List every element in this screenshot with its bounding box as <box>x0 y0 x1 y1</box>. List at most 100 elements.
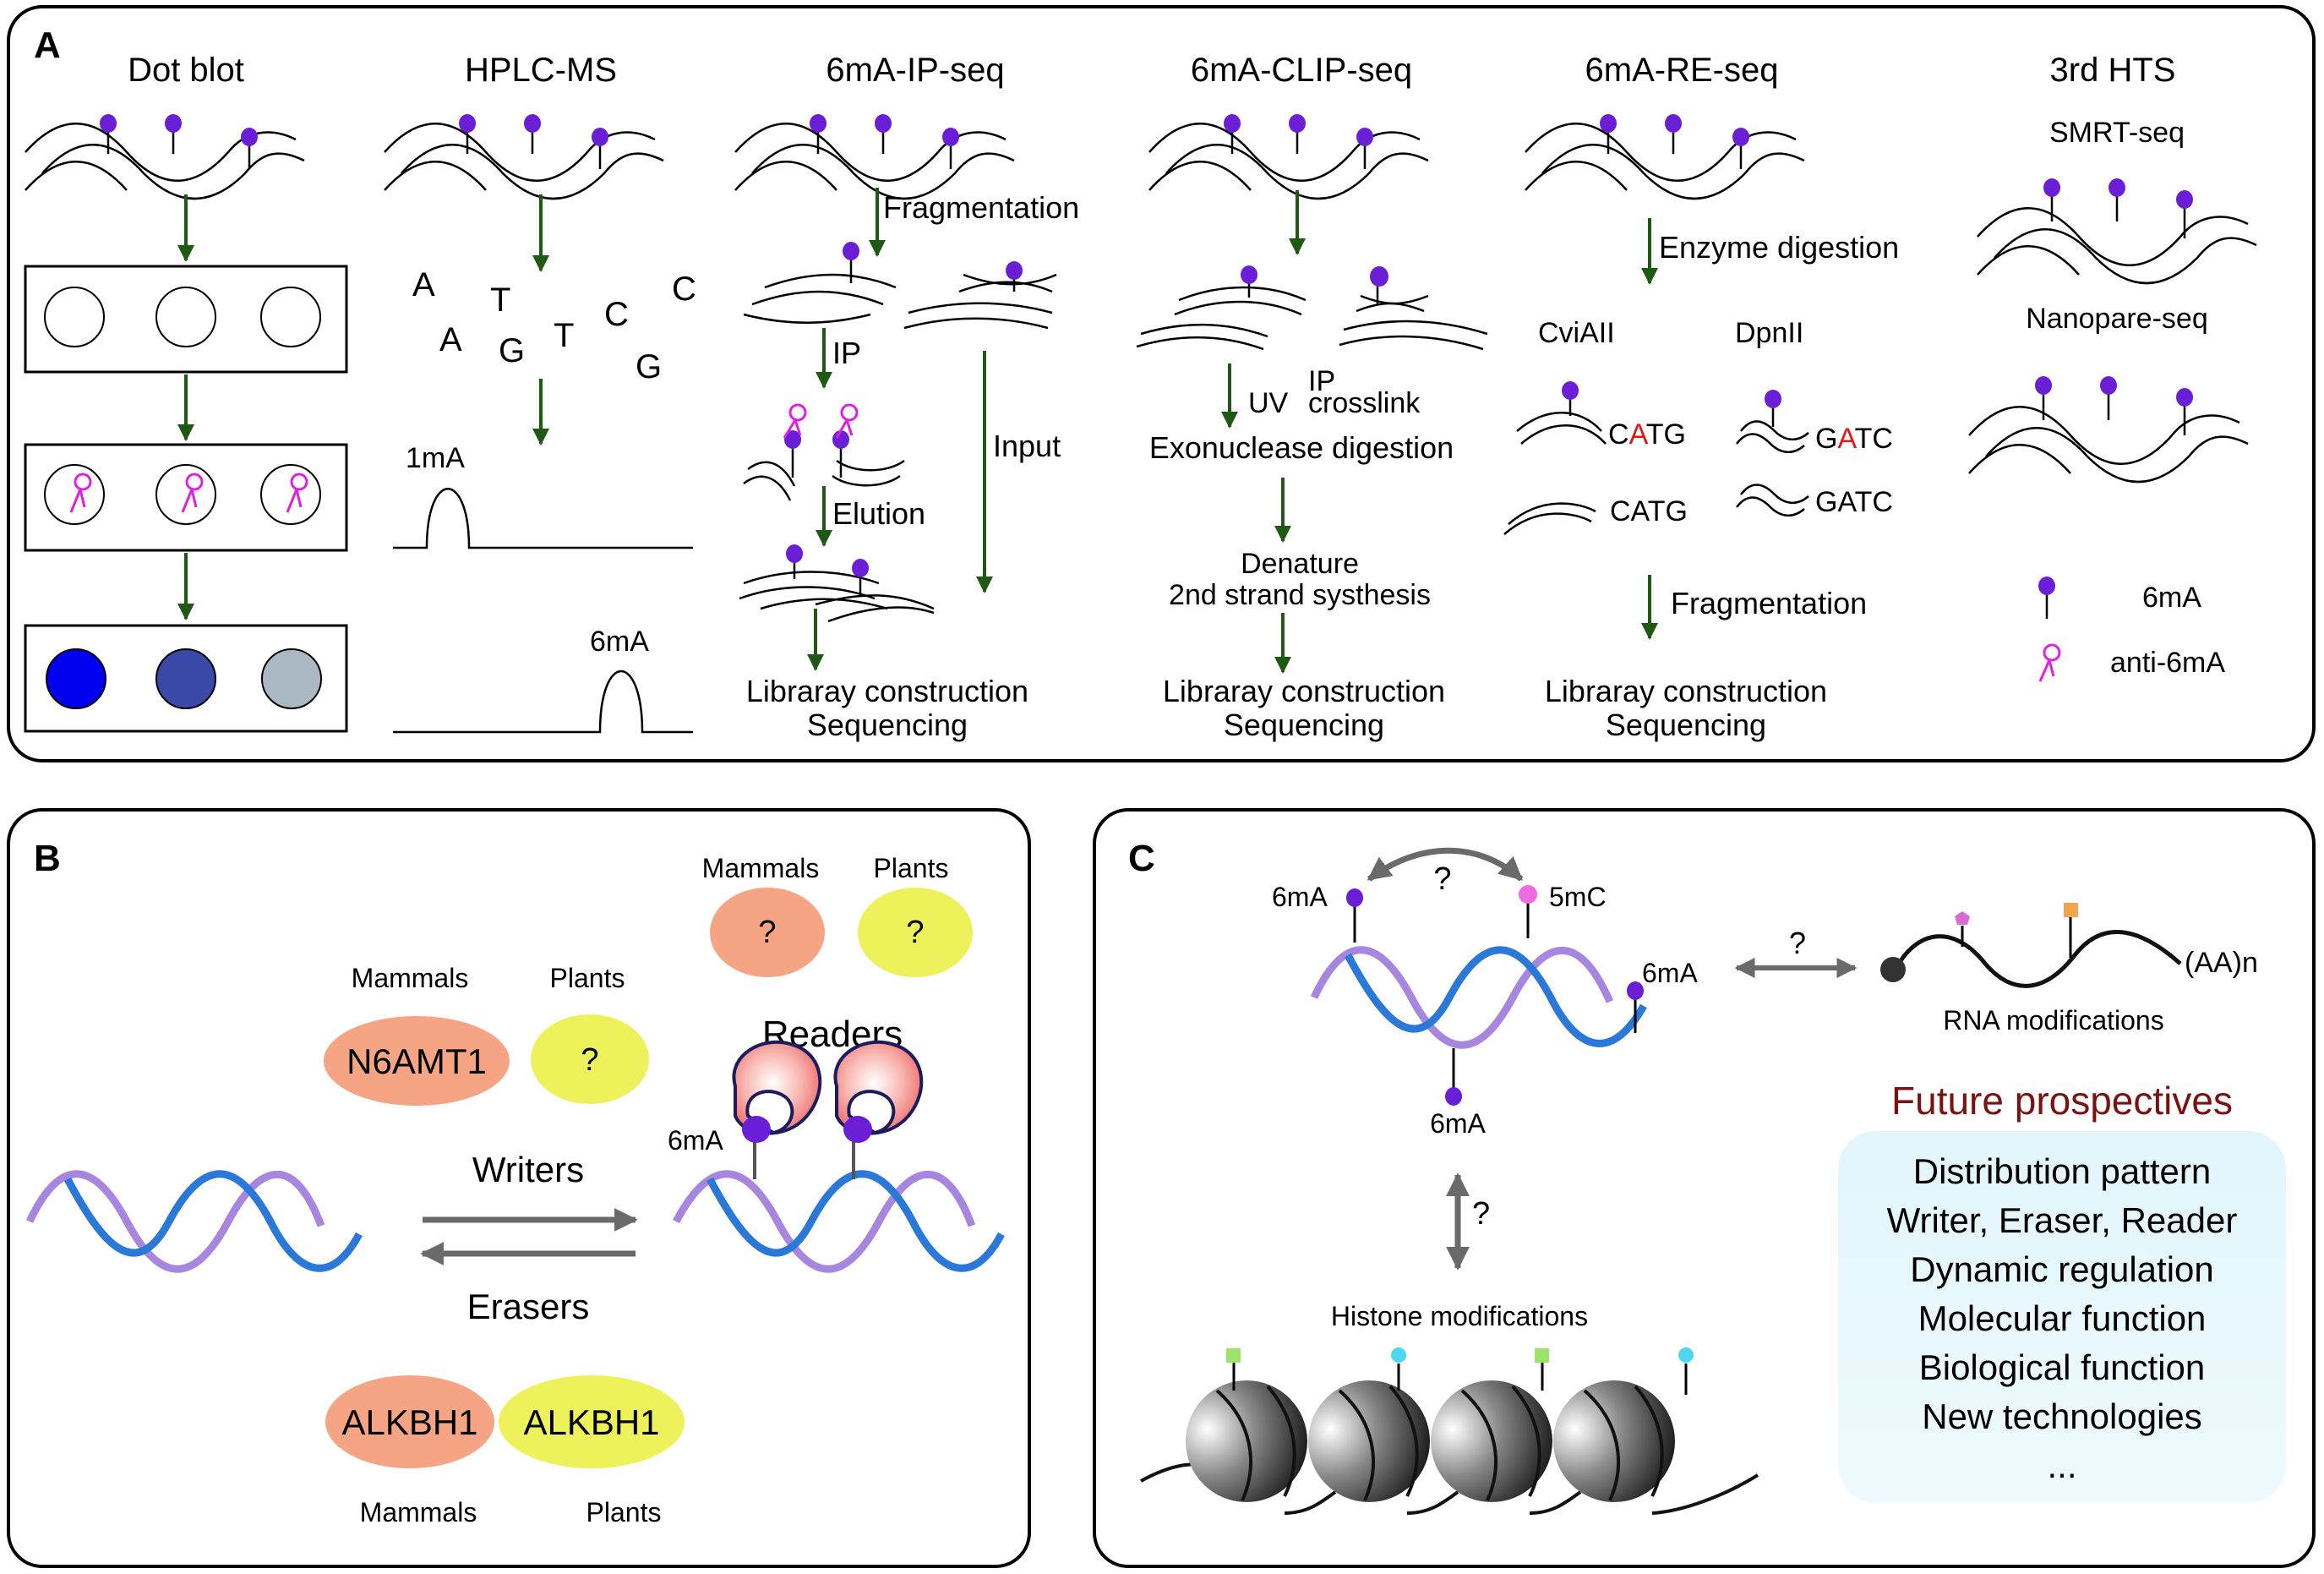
base-g2: G <box>636 348 662 385</box>
clip-sequencing: Sequencing <box>1224 708 1384 742</box>
dna-top-hplc <box>384 123 664 200</box>
dot-blot-column <box>24 194 348 733</box>
chromatogram-trace-2 <box>393 669 693 734</box>
dna-top-dot-blot <box>25 123 305 200</box>
nucleosome-array <box>1140 1347 1759 1515</box>
panel-a: A Dot blot HPLC-MS 6mA-IP-seq 6mA-CLIP-s… <box>7 5 2316 762</box>
chromatogram-trace-1 <box>393 488 693 549</box>
rna-mark-pink-icon <box>1955 911 1970 925</box>
future-list: Distribution pattern Writer, Eraser, Rea… <box>1887 1151 2238 1485</box>
readers-plants-label: Plants <box>874 853 949 883</box>
clip-crosslink: crosslink <box>1308 387 1421 419</box>
methyl-marks-top <box>100 114 2193 435</box>
readers-mammals-unknown <box>710 888 825 977</box>
dna-nanopore <box>1968 406 2249 484</box>
panel-b-label: B <box>34 838 61 879</box>
base-a1: A <box>412 266 435 303</box>
future-item-5: Biological function <box>1919 1347 2206 1387</box>
label-fragmentation: Fragmentation <box>883 190 1079 225</box>
re-seq-column: Enzyme digestion CviAII DpnII CATG GATC … <box>1503 218 1899 742</box>
crosstalk-q-histone: ? <box>1472 1196 1490 1232</box>
panel-b: B Mammals Plants ? ? Mammals Plants N6AM… <box>7 808 1031 1568</box>
readers-mammals-q: ? <box>758 915 776 950</box>
label-input: Input <box>993 429 1061 463</box>
eluted-fragments <box>739 558 935 623</box>
blot-result-medium <box>155 648 216 709</box>
panel-c-label: C <box>1128 838 1155 879</box>
legend-antibody-icon <box>2038 643 2061 682</box>
histone-mark-green-2 <box>1535 1348 1549 1363</box>
nucleoside-letters: A T C C A G T G <box>412 266 696 385</box>
readers-plants-q: ? <box>906 915 924 950</box>
eraser-plants: ALKBH1 <box>523 1402 659 1442</box>
legend-6ma-icon <box>2038 577 2055 619</box>
mark-6ma-top <box>1346 888 1363 907</box>
blot-spot-2c <box>260 464 321 525</box>
re-fragmentation: Fragmentation <box>1671 586 1867 620</box>
future-item-2: Writer, Eraser, Reader <box>1887 1200 2238 1240</box>
ip-fragments <box>743 273 1057 330</box>
writers-label: Writers <box>472 1150 584 1189</box>
dna-helix-methylated <box>673 1170 1005 1273</box>
legend-anti-6ma: anti-6mA <box>2110 647 2225 679</box>
peak-label-1ma: 1mA <box>406 442 465 474</box>
dna-helix-unmethylated <box>25 1170 363 1273</box>
mark-6ma-bottom <box>1445 1087 1462 1106</box>
clip-denature: Denature <box>1241 548 1359 580</box>
dna-smrt <box>1977 207 2257 285</box>
dna-top-clip <box>1148 123 1429 200</box>
writers-mammals-label: Mammals <box>352 963 469 993</box>
title-re-seq: 6mA-RE-seq <box>1585 52 1779 89</box>
legend-6ma: 6mA <box>2142 582 2201 614</box>
ip-sequencing: Sequencing <box>807 708 968 742</box>
label-elution: Elution <box>832 496 925 531</box>
writer-plants-unknown <box>531 1014 649 1104</box>
future-box <box>1838 1131 2286 1503</box>
re-dpnii: DpnII <box>1735 317 1803 349</box>
base-t2: T <box>554 317 574 354</box>
clip-ip: IP <box>1308 365 1335 397</box>
rna-cap-icon <box>1880 957 1906 982</box>
hts-column: SMRT-seq Nanopare-seq 6mA anti-6mA <box>2026 117 2225 682</box>
panel-c: C ? 6mA 5mC 6mA 6mA ? (AA)n RNA modific <box>1093 808 2316 1568</box>
ip-library: Libraray construction <box>746 674 1028 708</box>
hts-smrt: SMRT-seq <box>2049 117 2185 149</box>
future-item-7: ... <box>2047 1446 2076 1485</box>
rna-mark-orange-icon <box>2064 903 2078 917</box>
re-catg: CATG <box>1610 495 1688 527</box>
base-c2: C <box>672 271 696 308</box>
crosstalk-q-1: ? <box>1433 861 1451 897</box>
mark-5mc <box>1519 885 1537 904</box>
erasers-mammals-label: Mammals <box>360 1497 477 1528</box>
label-ip: IP <box>832 336 861 370</box>
dna-top-ip <box>734 123 1015 200</box>
re-enzyme: Enzyme digestion <box>1659 230 1899 265</box>
future-item-3: Dynamic regulation <box>1910 1249 2214 1289</box>
re-fragments <box>1503 396 1809 535</box>
clip-fragments <box>1136 279 1488 351</box>
readers-mammals-label: Mammals <box>702 853 820 883</box>
eraser-plants-bubble <box>499 1375 685 1468</box>
clip-seq-column: IP UV crosslink Exonuclease digestion De… <box>1136 190 1488 742</box>
re-sequencing: Sequencing <box>1606 708 1766 742</box>
blot-spot-1c <box>260 287 321 347</box>
label-6ma-right: 6mA <box>1642 958 1698 988</box>
future-item-4: Molecular function <box>1918 1298 2207 1338</box>
panel-b-border <box>7 808 1031 1568</box>
title-ip-seq: 6mA-IP-seq <box>826 52 1004 89</box>
label-6ma-bottom: 6mA <box>1430 1108 1486 1139</box>
blot-result-strong <box>46 648 106 709</box>
mark-6ma-right <box>1627 981 1644 1000</box>
clip-library: Libraray construction <box>1163 674 1445 708</box>
blot-result-weak <box>261 648 322 709</box>
rna-strand <box>1895 930 2182 988</box>
antibody-icon <box>69 473 308 513</box>
writer-n6amt1: N6AMT1 <box>346 1041 487 1081</box>
writer-n6amt1-bubble <box>324 1016 510 1106</box>
rna-polya: (AA)n <box>2185 947 2258 979</box>
histone-mark-green-1 <box>1226 1348 1241 1363</box>
panel-a-label: A <box>34 25 61 66</box>
panel-c-border <box>1093 808 2316 1568</box>
reader-6ma-label: 6mA <box>668 1125 723 1156</box>
blot-spot-1b <box>155 287 216 347</box>
